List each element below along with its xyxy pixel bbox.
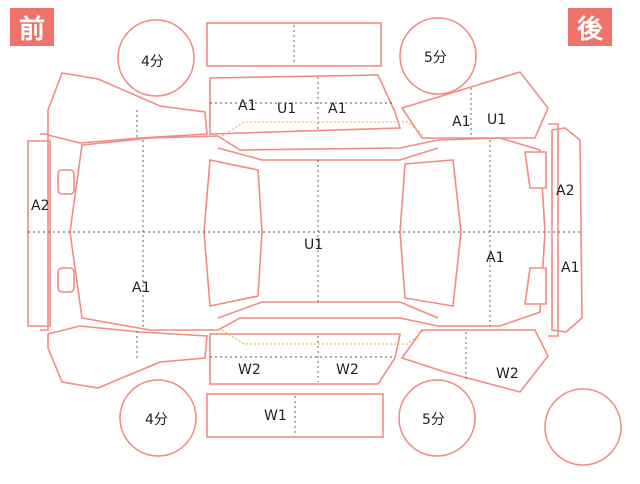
label-hood-a1: A1 [132,280,150,296]
car-body [69,135,546,331]
label-wheel-rear-bottom: 5分 [422,412,445,428]
rear-window [399,159,462,307]
headlight-left [57,169,75,195]
label-bottom-panel-w1: W1 [264,408,287,424]
label-sill-rear-w2: W2 [336,362,359,378]
front-bumper [27,140,51,327]
label-front-bumper-a2: A2 [31,198,49,214]
top-roof-edge-panel [206,22,382,67]
taillight-top [524,151,547,189]
front-fender-bottom [47,325,208,389]
front-badge: 前 [10,8,54,46]
spare-tire [544,388,622,466]
rear-badge: 後 [568,8,612,46]
front-windshield [203,159,263,307]
label-roof-front-a1: A1 [238,98,256,114]
wheel-front-top [117,19,195,97]
top-door-strip [209,74,402,135]
label-rear-fender-top-a1: A1 [452,114,470,130]
label-rear-door-a1: A1 [486,250,504,266]
label-roof-rear-a1: A1 [328,101,346,117]
label-rear-bumper-a2: A2 [556,183,574,199]
bottom-door-strip [209,333,401,385]
wheel-rear-bottom [398,379,476,457]
label-roof-u1: U1 [277,101,296,117]
label-center-u1: U1 [304,237,323,253]
label-wheel-front-top: 4分 [141,54,164,70]
bottom-side-panel [206,393,384,438]
label-rear-bumper-a1: A1 [561,260,579,276]
label-sill-front-w2: W2 [238,362,261,378]
wheel-front-bottom [119,379,197,457]
label-rear-fender-top-u1: U1 [487,112,506,128]
taillight-bottom [524,267,547,305]
front-fender-top [47,72,208,144]
rear-fender-top [400,71,549,139]
headlight-right [57,267,75,293]
wheel-rear-top [399,17,477,95]
label-rear-fender-bottom-w2: W2 [496,366,519,382]
rear-bumper [551,127,583,333]
label-wheel-rear-top: 5分 [424,50,447,66]
rear-fender-bottom [400,329,549,393]
label-wheel-front-bottom: 4分 [145,412,168,428]
